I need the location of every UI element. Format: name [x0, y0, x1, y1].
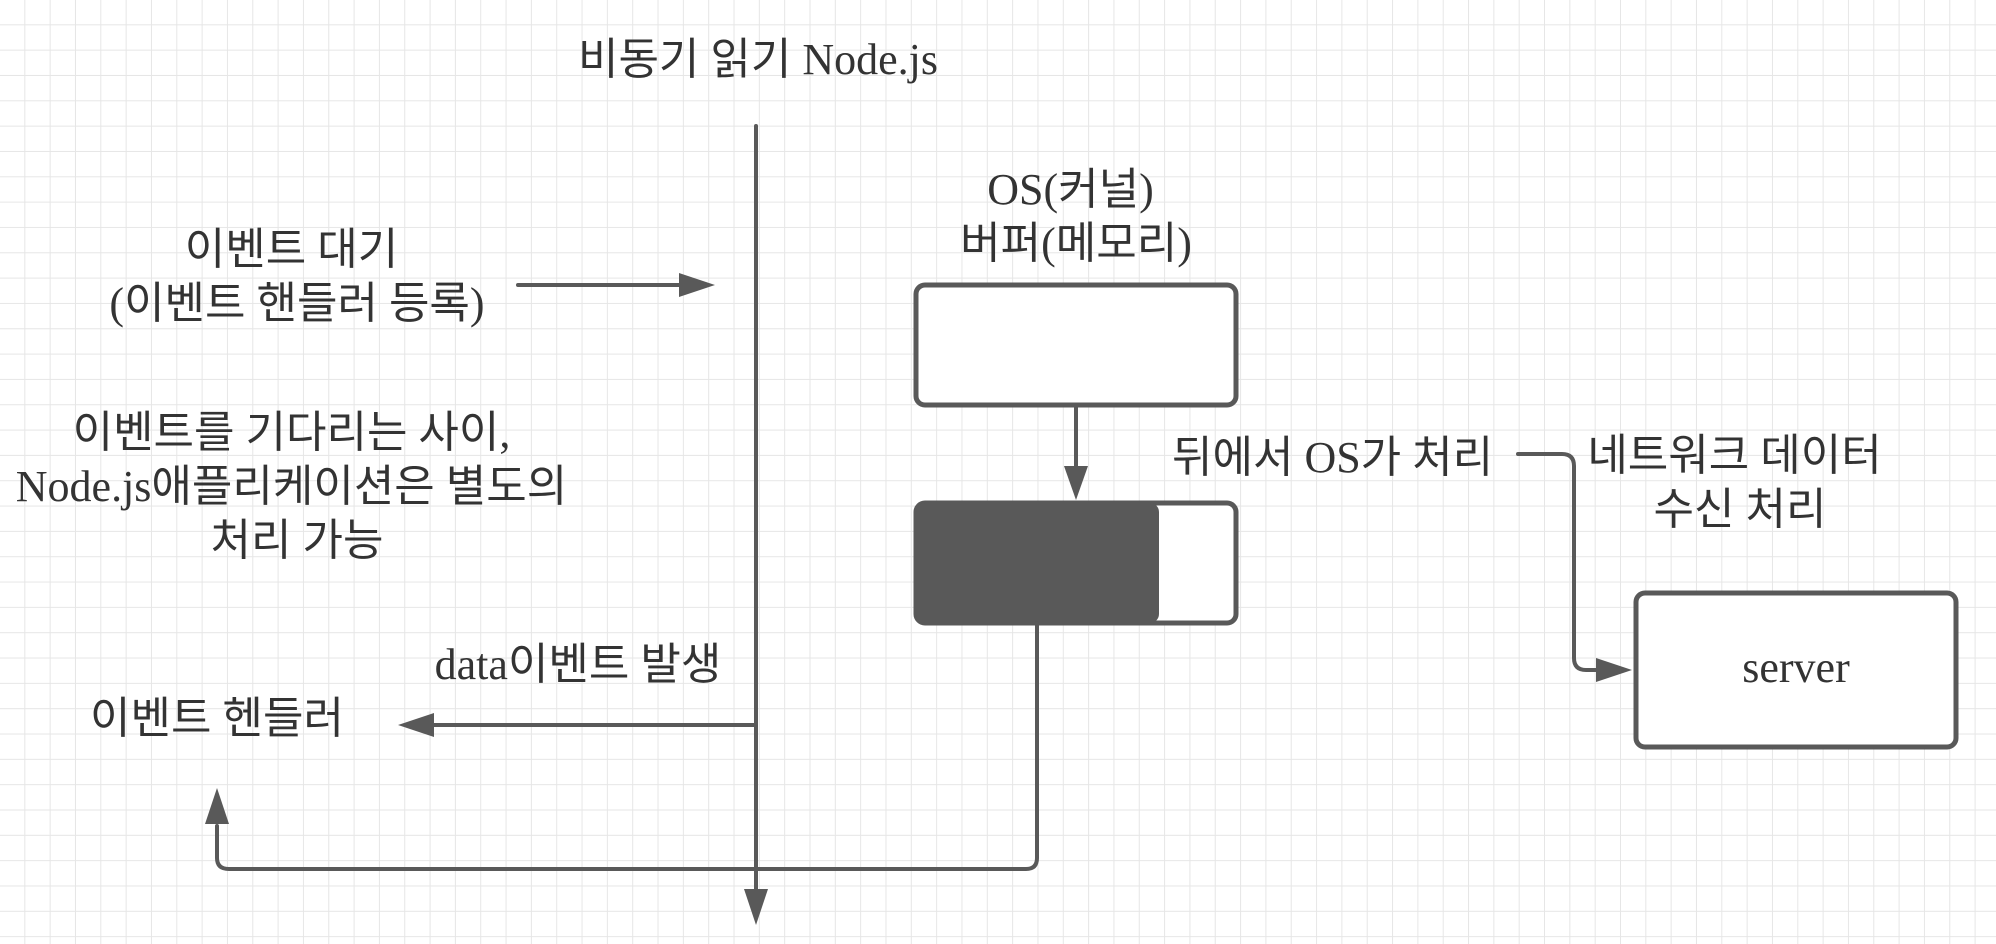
diagram-title: 비동기 읽기 Node.js: [578, 35, 938, 84]
network-label-line-2: 수신 처리: [1654, 485, 1827, 534]
buffer-to-handler-line: [215, 621, 1039, 871]
buffer-to-handler-arrowhead: [205, 788, 229, 824]
meanwhile-label: 이벤트를 기다리는 사이, Node.js애플리케이션은 별도의 처리 가능: [16, 408, 578, 565]
network-to-server-arrowhead: [1596, 658, 1632, 682]
buffer-empty-box: [913, 282, 1239, 408]
wait-label: 이벤트 대기 (이벤트 핸들러 등록): [109, 225, 484, 328]
os-process-label: 뒤에서 OS가 처리: [1172, 433, 1493, 482]
event-handler-label: 이벤트 헨들러: [90, 694, 344, 743]
network-to-server-line: [1516, 452, 1602, 672]
wait-arrowhead: [679, 273, 715, 297]
server-box: [1633, 590, 1959, 750]
wait-label-line-2: (이벤트 핸들러 등록): [109, 279, 484, 328]
data-event-arrowhead: [398, 713, 434, 737]
kernel-buffer-label-line-1: OS(커널): [987, 165, 1154, 214]
network-label-line-1: 네트워크 데이터: [1587, 431, 1881, 480]
wait-label-line-1: 이벤트 대기: [185, 225, 398, 274]
kernel-buffer-label-line-2: 버퍼(메모리): [960, 219, 1192, 268]
server-label: server: [1742, 643, 1850, 692]
meanwhile-label-line-1: 이벤트를 기다리는 사이,: [73, 408, 511, 457]
timeline-arrowhead: [744, 889, 768, 925]
data-event-label: data이벤트 발생: [435, 640, 722, 689]
kernel-buffer-label: OS(커널) 버퍼(메모리): [960, 165, 1192, 268]
buffer-fill-arrowhead: [1064, 466, 1088, 500]
meanwhile-label-line-2: Node.js애플리케이션은 별도의: [16, 462, 567, 511]
meanwhile-label-line-3: 처리 가능: [211, 516, 384, 565]
buffer-fill-level: [916, 503, 1159, 623]
network-label: 네트워크 데이터 수신 처리: [1587, 431, 1892, 534]
